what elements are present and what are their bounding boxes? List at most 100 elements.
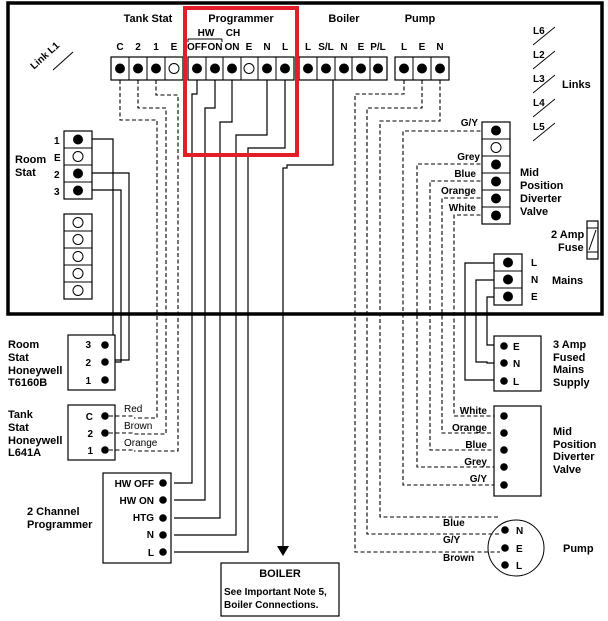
link-icon	[532, 122, 556, 142]
component-title: 3 Amp	[553, 339, 586, 351]
terminal-labels: C 2 1 E OFF ON ON E N L L S/L N E P/L L …	[116, 42, 443, 53]
terminal	[73, 185, 83, 196]
boiler-title: BOILER	[259, 568, 301, 580]
component-title: Honeywell	[8, 365, 62, 377]
link-label: L5	[533, 122, 545, 133]
terminal	[73, 168, 83, 179]
terminal	[280, 63, 290, 74]
panel-room-stat: Room Stat 1 E 2 3	[15, 130, 93, 200]
terminal	[101, 376, 109, 384]
wire-color-label: Orange	[441, 186, 476, 197]
wire-pump-n	[379, 80, 500, 518]
wire-color-label: Grey	[457, 152, 480, 163]
component-title: Fused	[553, 352, 585, 364]
term-label: E	[358, 42, 365, 53]
terminal	[491, 159, 501, 170]
links-group: L6 L2 L3 L4 L5 Links	[532, 26, 591, 142]
wire-prog-n	[174, 80, 268, 536]
component-title: T6160B	[8, 377, 47, 389]
pin-label: 2	[87, 429, 93, 440]
component-title: L641A	[8, 447, 41, 459]
terminal	[503, 257, 513, 268]
link-label: L4	[533, 98, 545, 109]
terminal	[133, 63, 143, 74]
component-title: Room	[8, 339, 39, 351]
term-label: S/L	[318, 42, 334, 53]
pin-label: 1	[87, 446, 93, 457]
terminal	[159, 479, 167, 487]
component-title: Pump	[563, 543, 594, 555]
pin-label: 3	[85, 340, 91, 351]
link-label: L2	[533, 50, 545, 61]
terminal	[101, 341, 109, 349]
terminal-empty	[168, 63, 180, 74]
programmer-highlight	[183, 6, 299, 157]
wire-color-label: Red	[124, 404, 142, 415]
external-programmer: 2 Channel Programmer HW OFF HW ON HTG N …	[27, 472, 172, 564]
terminal	[115, 63, 125, 74]
pump-icon	[487, 519, 545, 577]
component-title: Valve	[553, 464, 581, 476]
wire-color-label: Brown	[124, 421, 152, 432]
pin-label: HTG	[133, 513, 154, 524]
term-label: P/L	[370, 42, 386, 53]
terminal	[101, 429, 109, 437]
terminal	[101, 412, 109, 420]
term-label: E	[246, 42, 253, 53]
wire-valve-white	[453, 214, 500, 417]
terminal	[500, 377, 508, 385]
terminal	[500, 463, 508, 471]
term-label: 1	[153, 42, 159, 53]
wire-tankstat-2	[134, 80, 167, 435]
wire-prog-hwon	[174, 80, 216, 501]
terminal	[491, 210, 501, 221]
terminal	[503, 274, 513, 285]
valve-title: Mid	[520, 167, 539, 179]
terminal	[503, 291, 513, 302]
wire-mains-l	[464, 262, 500, 381]
terminal	[303, 63, 313, 74]
wiring-centre-panel	[6, 1, 604, 316]
component-title: Mains	[553, 364, 584, 376]
component-title: Stat	[8, 422, 29, 434]
terminal-strip-programmer	[187, 56, 295, 81]
wire-color-label: Grey	[464, 457, 487, 468]
pin-label: E	[513, 342, 520, 353]
terminal	[101, 358, 109, 366]
terminal	[435, 63, 445, 74]
external-pump: N E L Blue G/Y Brown Pump	[443, 518, 594, 577]
valve-title: Valve	[520, 206, 548, 218]
boiler-note: Boiler Connections.	[224, 600, 319, 611]
pin-label: N	[531, 275, 538, 286]
wire-prog-l	[174, 80, 286, 553]
terminal	[491, 125, 501, 136]
boiler-note: See Important Note 5,	[224, 587, 327, 598]
panel-valve-block: G/Y Grey Blue Orange White Mid Position …	[441, 118, 564, 225]
component-title: 2 Channel	[27, 506, 80, 518]
panel-mains: L N E Mains	[493, 253, 583, 306]
wire-color-label: Orange	[452, 423, 487, 434]
term-label: 2	[135, 42, 141, 53]
terminal	[500, 446, 508, 454]
terminal	[373, 63, 383, 74]
terminal	[159, 531, 167, 539]
term-label: C	[116, 42, 123, 53]
terminal-empty	[243, 63, 255, 74]
valve-title: Diverter	[520, 193, 562, 205]
room-stat-title: Stat	[15, 167, 36, 179]
group-label-programmer: Programmer	[208, 13, 274, 25]
pin-label: N	[516, 526, 523, 537]
term-label: ON	[208, 42, 223, 53]
term-label: N	[263, 42, 270, 53]
component-title: Tank	[8, 409, 34, 421]
terminal-strip-boiler	[298, 56, 388, 81]
terminal	[500, 429, 508, 437]
pin-label: HW OFF	[115, 479, 154, 490]
terminal	[500, 412, 508, 420]
room-stat-title: Room	[15, 154, 46, 166]
terminal-strip-pump	[394, 56, 450, 81]
link-icon	[532, 74, 556, 94]
wire-color-label: Orange	[124, 438, 158, 449]
wire-valve-orange	[441, 197, 500, 434]
pin-label: L	[531, 258, 537, 269]
